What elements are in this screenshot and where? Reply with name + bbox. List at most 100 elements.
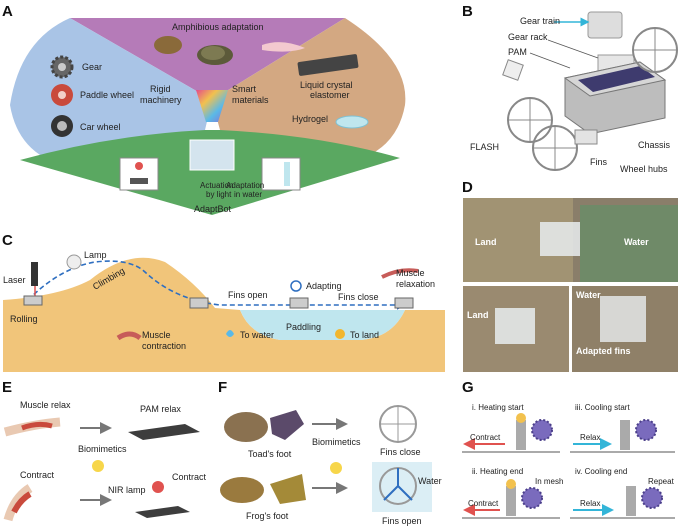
adapting-label: Adapting <box>306 281 342 291</box>
rigid-label-1: Rigid <box>150 84 171 94</box>
panel-f: F Toad's foot Frog's foot Biomimetics Fi… <box>218 379 442 526</box>
sun-icon <box>335 329 345 339</box>
water-pool <box>240 310 405 340</box>
car-wheel-label: Car wheel <box>80 122 121 132</box>
cooling-end-label: iv. Cooling end <box>575 467 627 476</box>
smart-label-1: Smart <box>232 84 257 94</box>
panel-d: D Land Water Land Water Adapted fins <box>462 179 678 372</box>
chassis-label: Chassis <box>638 140 671 150</box>
gear-rack-label: Gear rack <box>508 32 548 42</box>
muscle-relax-icon <box>381 268 419 279</box>
photo-bottom-land-label: Land <box>467 310 489 320</box>
frog-icon-f <box>220 477 264 503</box>
adaptation-label-2: in water <box>234 190 262 199</box>
panel-a: A Amphibious adaptation Gear Paddle whee… <box>2 3 406 215</box>
robot-relaxed <box>394 297 414 309</box>
muscle-relaxation-label-2: relaxation <box>396 279 435 289</box>
fins-label: Fins <box>590 157 608 167</box>
flash-part <box>502 59 524 81</box>
gear-3 <box>635 419 657 441</box>
pam-label: PAM <box>508 47 527 57</box>
relax-label-1: Relax <box>580 433 600 442</box>
nir-lamp-icon <box>152 481 164 493</box>
photo-top-water-label: Water <box>624 237 649 247</box>
water-drop-icon <box>226 330 234 337</box>
contract-left-label: Contract <box>20 470 55 480</box>
laser-label: Laser <box>3 275 26 285</box>
cooling-start-label: iii. Cooling start <box>575 403 630 412</box>
adapted-fins-label: Adapted fins <box>576 346 631 356</box>
panel-e: E Muscle relax Biomimetics PAM relax Con… <box>2 379 207 522</box>
arm-contracted-icon <box>3 484 33 522</box>
robot-rolling <box>23 295 43 306</box>
lce-label-1: Liquid crystal <box>300 80 353 90</box>
contract-right-label: Contract <box>172 472 207 482</box>
toads-foot-label: Toad's foot <box>248 449 292 459</box>
panel-a-letter: A <box>2 3 13 20</box>
center-funnel <box>196 90 228 122</box>
robot-fins-open <box>189 297 209 309</box>
rack-4 <box>626 486 636 516</box>
frog-foot-icon <box>270 474 306 504</box>
adapting-icon <box>290 280 302 292</box>
rigid-label-2: machinery <box>140 95 182 105</box>
contract-label-2: Contract <box>468 499 499 508</box>
pam-relaxed-strip <box>128 424 200 440</box>
axolotl-icon <box>262 42 305 52</box>
biomimetics-label-e: Biomimetics <box>78 444 127 454</box>
panel-d-letter: D <box>462 179 473 196</box>
idea-bulb-icon-f <box>330 462 342 474</box>
gear-1 <box>531 419 553 441</box>
biomimetics-label-f: Biomimetics <box>312 437 361 447</box>
panel-c-letter: C <box>2 232 13 249</box>
panel-g: G i. Heating start Contract iii. Cooling… <box>462 379 675 519</box>
panel-e-letter: E <box>2 379 12 396</box>
panel-b: B Gear train Gear rack PAM Chassis FLASH… <box>462 3 678 174</box>
actuation-label-1: Actuation <box>200 181 233 190</box>
panel-f-letter: F <box>218 379 227 396</box>
rack-1 <box>516 420 526 450</box>
photo-top-land-label: Land <box>475 237 497 247</box>
hydrogel-icon <box>335 115 369 129</box>
rack-2 <box>506 486 516 516</box>
fins-part <box>574 129 598 145</box>
gear-label: Gear <box>82 62 102 72</box>
wheel-hubs-label: Wheel hubs <box>620 164 668 174</box>
to-water-label: To water <box>240 330 274 340</box>
frog-icon <box>154 36 182 54</box>
lce-film-icon <box>297 54 359 76</box>
toad-icon <box>224 412 268 442</box>
muscle-relax-label: Muscle relax <box>20 400 71 410</box>
in-mesh-label: In mesh <box>535 477 563 486</box>
repeat-label: Repeat <box>648 477 675 486</box>
frogs-foot-label: Frog's foot <box>246 511 289 521</box>
terrain-ground <box>240 310 445 372</box>
rolling-label: Rolling <box>10 314 38 324</box>
adaptbot-photo <box>189 139 235 171</box>
amphibious-label: Amphibious adaptation <box>172 22 264 32</box>
fins-open-label: Fins open <box>228 290 268 300</box>
muscle-relaxation-label-1: Muscle <box>396 268 425 278</box>
terrain-hill <box>3 257 240 372</box>
paddle-wheel-label: Paddle wheel <box>80 90 134 100</box>
fins-close-label-f: Fins close <box>380 447 421 457</box>
panel-g-letter: G <box>462 379 474 396</box>
gear-train-part <box>587 11 623 39</box>
gear-2 <box>521 487 543 509</box>
muscle-contraction-label-2: contraction <box>142 341 186 351</box>
fins-close-label: Fins close <box>338 292 379 302</box>
to-land-label: To land <box>350 330 379 340</box>
photo-bottom-water-label: Water <box>576 290 601 300</box>
idea-bulb-icon-e <box>92 460 104 472</box>
muscle-contraction-label-1: Muscle <box>142 330 171 340</box>
actuation-label-2: by light <box>206 190 232 199</box>
pam-relax-label: PAM relax <box>140 404 181 414</box>
heating-start-label: i. Heating start <box>472 403 524 412</box>
rack-3 <box>620 420 630 450</box>
relax-label-2: Relax <box>580 499 600 508</box>
panel-c: C Laser Lamp Climbing Rolling Fins open … <box>2 232 445 372</box>
lamp-label: Lamp <box>84 250 107 260</box>
motion-path <box>27 260 407 310</box>
